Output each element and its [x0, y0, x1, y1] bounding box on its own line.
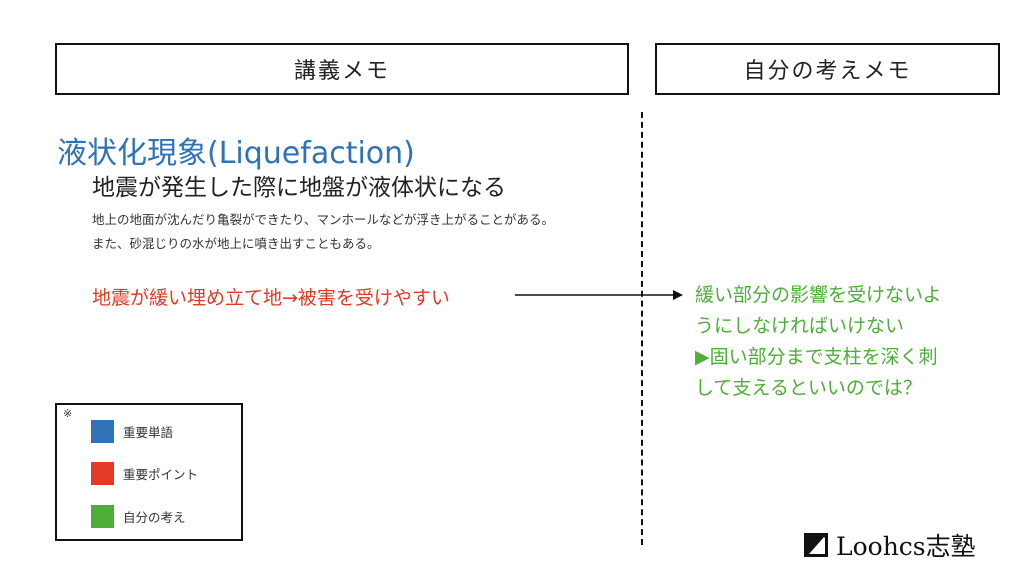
- own-thought-line: うにしなければいけない: [695, 315, 905, 337]
- own-thought-line: ▶固い部分まで支柱を深く刺: [695, 346, 938, 368]
- legend-item-important-term: 重要単語: [91, 420, 173, 443]
- color-legend: ※ 重要単語 重要ポイント 自分の考え: [55, 403, 243, 541]
- red-swatch-icon: [91, 462, 114, 485]
- own-thoughts-header: 自分の考えメモ: [655, 43, 1000, 95]
- green-swatch-icon: [91, 505, 114, 528]
- brand-name: Loohcs志塾: [836, 532, 976, 561]
- term-description: 地上の地面が沈んだり亀裂ができたり、マンホールなどが浮き上がることがある。 また…: [92, 208, 554, 256]
- key-term-title: 液状化現象(Liquefaction): [57, 136, 415, 171]
- key-point: 地震が緩い埋め立て地→被害を受けやすい: [92, 287, 450, 309]
- lecture-notes-header-label: 講義メモ: [293, 59, 390, 84]
- legend-note: ※: [63, 407, 73, 420]
- legend-label: 自分の考え: [123, 510, 186, 525]
- arrow-right-icon: [515, 290, 683, 300]
- legend-item-important-point: 重要ポイント: [91, 462, 198, 485]
- column-divider: [641, 112, 643, 545]
- term-definition: 地震が発生した際に地盤が液体状になる: [92, 175, 506, 201]
- description-line: 地上の地面が沈んだり亀裂ができたり、マンホールなどが浮き上がることがある。: [92, 212, 555, 227]
- legend-label: 重要ポイント: [123, 467, 199, 482]
- legend-item-own-thought: 自分の考え: [91, 505, 186, 528]
- lecture-notes-header: 講義メモ: [55, 43, 629, 95]
- own-thought-line: して支えるといいのでは？: [695, 377, 922, 399]
- own-thoughts-text: 緩い部分の影響を受けないよ うにしなければいけない ▶固い部分まで支柱を深く刺 …: [695, 280, 942, 404]
- description-line: また、砂混じりの水が地上に噴き出すこともある。: [92, 236, 380, 251]
- brand-logo: Loohcs志塾: [804, 527, 976, 563]
- own-thought-line: 緩い部分の影響を受けないよ: [695, 284, 942, 306]
- blue-swatch-icon: [91, 420, 114, 443]
- own-thoughts-header-label: 自分の考えメモ: [743, 59, 912, 84]
- slash-logo-icon: [804, 533, 828, 557]
- legend-label: 重要単語: [123, 425, 174, 440]
